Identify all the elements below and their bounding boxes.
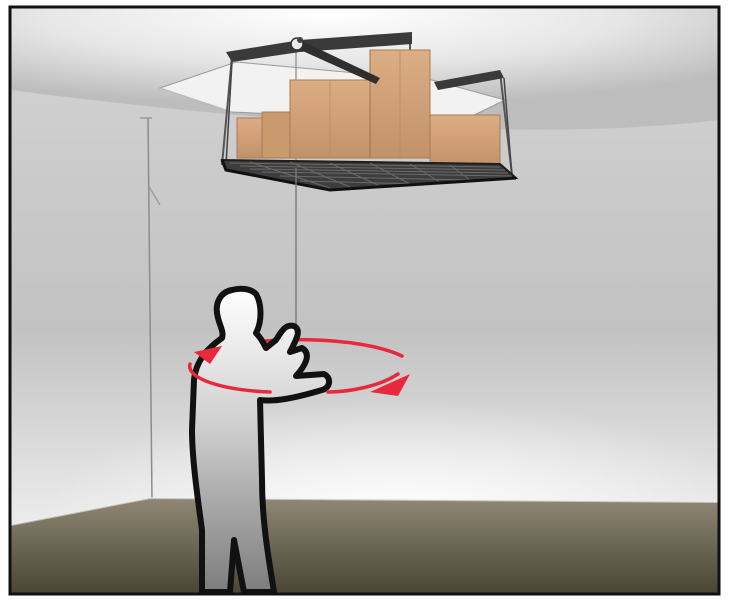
floor xyxy=(11,498,720,593)
wall-light-wash xyxy=(11,300,718,520)
